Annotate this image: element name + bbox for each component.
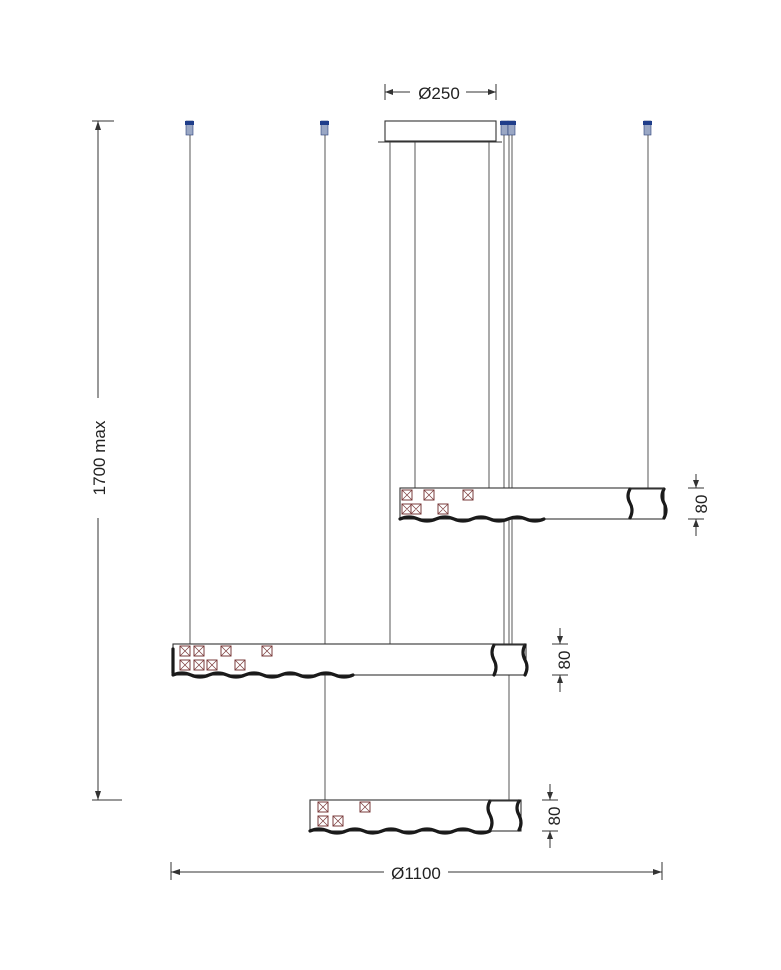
ceiling-clip-5 xyxy=(643,120,652,136)
ceiling-clip-1 xyxy=(185,120,194,136)
total-diameter-label: Ø1100 xyxy=(391,864,441,883)
ring-top xyxy=(398,487,668,523)
max-height-label: 1700 max xyxy=(90,420,109,495)
ring-top-height-label: 80 xyxy=(692,495,711,514)
ring-middle xyxy=(171,643,529,679)
crystal-cluster xyxy=(317,801,371,827)
width-dimension: Ø1100 xyxy=(170,862,663,883)
ring-bottom xyxy=(308,799,523,835)
crystal-cluster xyxy=(179,645,273,671)
ring-bottom-dimension: 80 xyxy=(542,784,564,848)
ring-top-dimension: 80 xyxy=(688,474,711,536)
ceiling-clip-2 xyxy=(320,120,329,136)
ring-bottom-height-label: 80 xyxy=(545,807,564,826)
ring-middle-height-label: 80 xyxy=(555,651,574,670)
height-dimension: 1700 max xyxy=(90,120,122,801)
canopy-dimension: Ø250 xyxy=(384,84,497,103)
canopy xyxy=(378,120,502,143)
canopy-diameter-label: Ø250 xyxy=(418,84,460,103)
crystal-cluster xyxy=(401,489,474,515)
ring-middle-dimension: 80 xyxy=(552,628,574,692)
suspension-cables xyxy=(189,135,649,800)
ceiling-clip-4 xyxy=(507,120,516,136)
